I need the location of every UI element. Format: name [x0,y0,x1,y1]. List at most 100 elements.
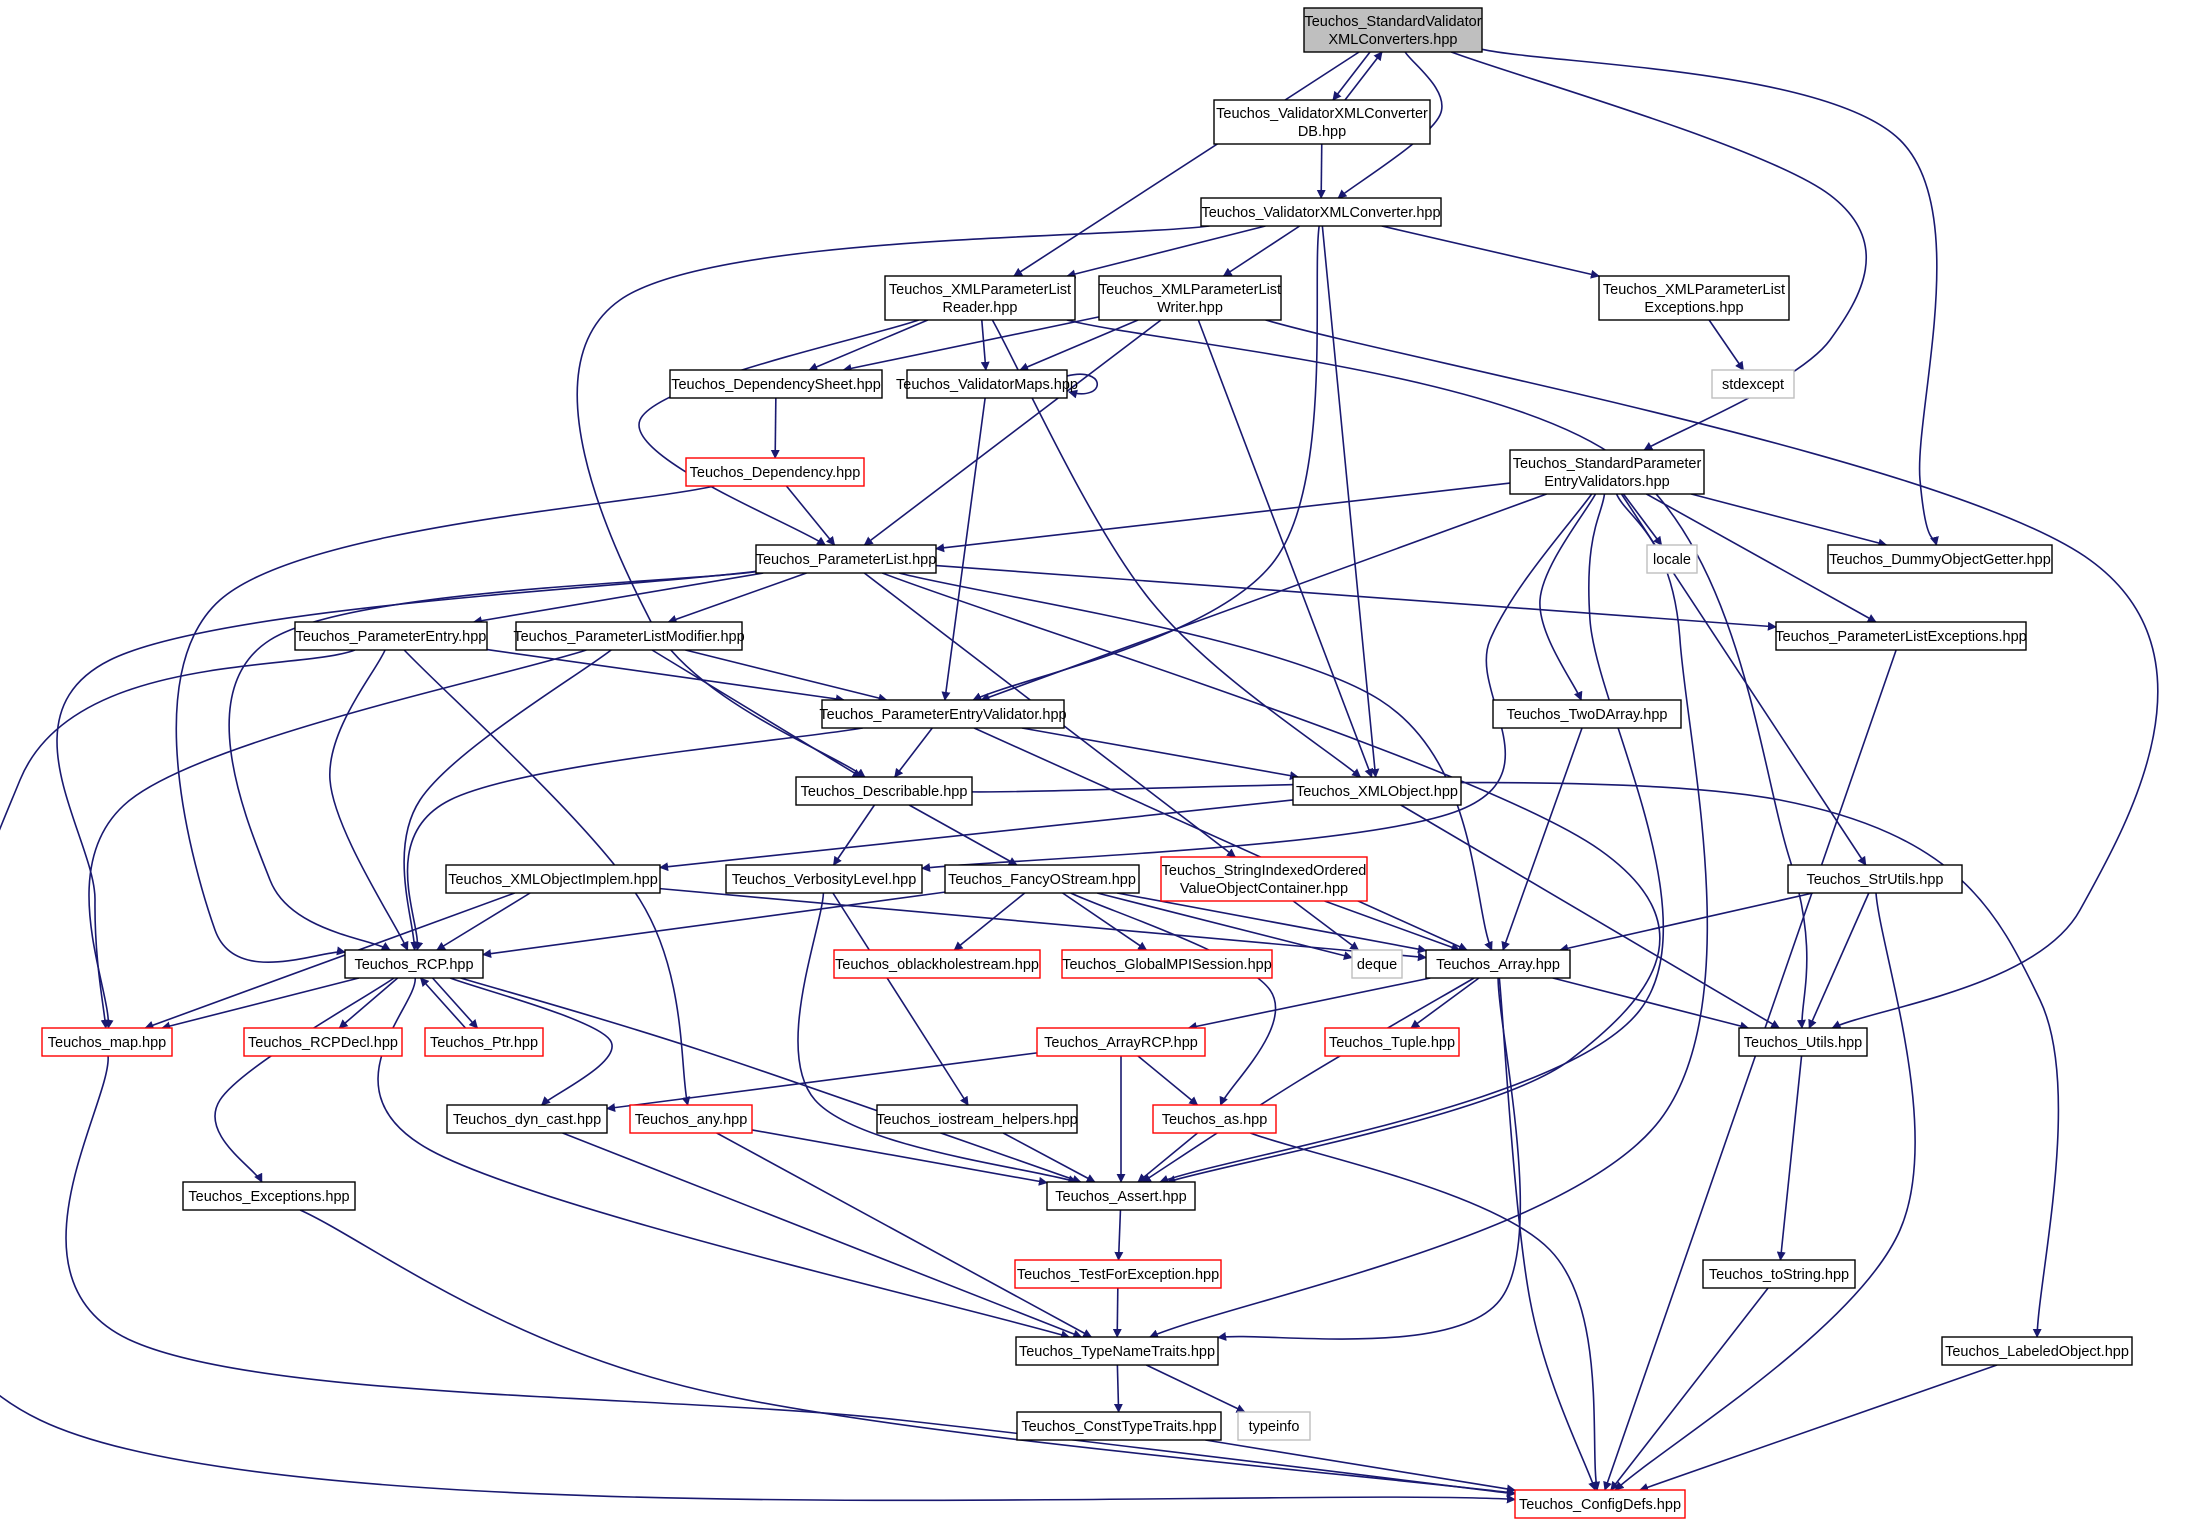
node-box [833,949,1041,979]
node-teuchos-describable[interactable]: Teuchos_Describable.hpp [795,776,973,806]
edge-xmlobj-to-xmlobjimpl [659,799,1294,872]
node-box [1061,949,1273,979]
node-box [1160,856,1368,902]
edge-xplreader-to-utils [1066,319,1808,1029]
node-box [795,776,973,806]
edge-peval-to-array [973,727,1468,951]
node-label: Exceptions.hpp [1644,300,1743,316]
edge-fancyos-to-array [1116,892,1427,954]
node-teuchos-standardvalidatorxmlconverters[interactable]: Teuchos_StandardValidatorXMLConverters.h… [1303,7,1483,53]
node-typeinfo[interactable]: typeinfo [1237,1411,1311,1441]
node-box [1303,7,1483,53]
node-teuchos-ptr[interactable]: Teuchos_Ptr.hpp [424,1027,544,1057]
node-box [1200,197,1442,227]
node-teuchos-testforexception[interactable]: Teuchos_TestForException.hpp [1014,1259,1222,1289]
node-teuchos-map[interactable]: Teuchos_map.hpp [41,1027,173,1057]
node-teuchos-fancyostream[interactable]: Teuchos_FancyOStream.hpp [944,864,1140,894]
edge-xmlobj-to-utils [1400,804,1781,1029]
node-label: Teuchos_Dependency.hpp [690,465,861,481]
node-teuchos-validatormaps[interactable]: Teuchos_ValidatorMaps.hpp [896,369,1078,399]
node-label: Teuchos_DummyObjectGetter.hpp [1829,552,2051,568]
edge-layer [0,48,2159,1504]
edge-stdvalxml-to-dummyobj [1481,48,1939,546]
node-teuchos-verbositylevel[interactable]: Teuchos_VerbosityLevel.hpp [725,864,923,894]
node-box [1015,1336,1219,1366]
node-teuchos-rcp[interactable]: Teuchos_RCP.hpp [344,949,484,979]
edge-peval-to-describ [894,727,933,778]
node-teuchos-typenametraits[interactable]: Teuchos_TypeNameTraits.hpp [1015,1336,1219,1366]
node-teuchos-configdefs[interactable]: Teuchos_ConfigDefs.hpp [1514,1489,1686,1519]
node-teuchos-standardparameterentryvalidators[interactable]: Teuchos_StandardParameterEntryValidators… [1509,449,1705,495]
node-teuchos-oblackholestream[interactable]: Teuchos_oblackholestream.hpp [833,949,1041,979]
node-teuchos-validatorxmlconverter[interactable]: Teuchos_ValidatorXMLConverter.hpp [1200,197,1442,227]
node-teuchos-utils[interactable]: Teuchos_Utils.hpp [1738,1027,1868,1057]
edge-rcp-to-rcpdecl [338,977,399,1029]
node-locale[interactable]: locale [1646,544,1698,574]
node-teuchos-rcpdecl[interactable]: Teuchos_RCPDecl.hpp [243,1027,403,1057]
node-box [294,621,488,651]
node-box [876,1104,1078,1134]
node-teuchos-dependencysheet[interactable]: Teuchos_DependencySheet.hpp [669,369,883,399]
node-teuchos-parameterentryvalidator[interactable]: Teuchos_ParameterEntryValidator.hpp [819,699,1067,729]
node-teuchos-parameterlist[interactable]: Teuchos_ParameterList.hpp [755,544,937,574]
node-label: Teuchos_TypeNameTraits.hpp [1019,1344,1215,1360]
node-box [41,1027,173,1057]
node-teuchos-parameterentry[interactable]: Teuchos_ParameterEntry.hpp [294,621,488,651]
node-teuchos-consttypetraits[interactable]: Teuchos_ConstTypeTraits.hpp [1016,1411,1222,1441]
edge-plexc-to-configdefs [1603,649,1897,1491]
node-teuchos-twodarray[interactable]: Teuchos_TwoDArray.hpp [1492,699,1682,729]
edge-testexc-to-tnt [1112,1287,1122,1338]
node-teuchos-tuple[interactable]: Teuchos_Tuple.hpp [1324,1027,1460,1057]
node-teuchos-dependency[interactable]: Teuchos_Dependency.hpp [685,457,865,487]
node-box [1598,275,1790,321]
node-teuchos-as[interactable]: Teuchos_as.hpp [1152,1104,1277,1134]
node-teuchos-parameterlistmodifier[interactable]: Teuchos_ParameterListModifier.hpp [513,621,745,651]
edge-stdpev-to-verb [921,493,1593,872]
node-box [884,275,1076,321]
edge-plmod-to-describ [651,649,862,778]
node-label: Teuchos_map.hpp [48,1035,167,1051]
node-teuchos-labeledobject[interactable]: Teuchos_LabeledObject.hpp [1941,1336,2133,1366]
edge-stdpev-to-assert [1159,493,1665,1184]
edge-utils-to-tostring [1776,1055,1803,1261]
node-teuchos-dyn-cast[interactable]: Teuchos_dyn_cast.hpp [446,1104,608,1134]
node-label: Writer.hpp [1157,300,1223,316]
node-teuchos-strutils[interactable]: Teuchos_StrUtils.hpp [1787,864,1963,894]
node-box [446,1104,608,1134]
node-box [944,864,1140,894]
node-box [685,457,865,487]
node-teuchos-parameterlistexceptions[interactable]: Teuchos_ParameterListExceptions.hpp [1775,621,2027,651]
node-stdexcept[interactable]: stdexcept [1711,369,1795,399]
node-box [182,1181,356,1211]
node-label: Teuchos_ParameterEntry.hpp [296,629,487,645]
edge-array-to-arrayrcp [1187,977,1431,1031]
node-label: Teuchos_ArrayRCP.hpp [1044,1035,1198,1051]
node-teuchos-exceptions[interactable]: Teuchos_Exceptions.hpp [182,1181,356,1211]
node-label: Teuchos_XMLObjectImplem.hpp [448,872,658,888]
node-teuchos-globalmpisession[interactable]: Teuchos_GlobalMPISession.hpp [1061,949,1273,979]
node-teuchos-assert[interactable]: Teuchos_Assert.hpp [1046,1181,1196,1211]
edge-any-to-tnt [716,1132,1093,1338]
node-label: Reader.hpp [943,300,1018,316]
node-label: Teuchos_XMLParameterList [889,282,1071,298]
node-box [1425,949,1571,979]
node-teuchos-xmlobjectimplem[interactable]: Teuchos_XMLObjectImplem.hpp [445,864,661,894]
node-teuchos-iostream-helpers[interactable]: Teuchos_iostream_helpers.hpp [876,1104,1078,1134]
node-teuchos-dummyobjectgetter[interactable]: Teuchos_DummyObjectGetter.hpp [1827,544,2053,574]
node-deque[interactable]: deque [1351,949,1403,979]
edge-arrayrcp-to-dyncast [606,1052,1038,1113]
node-label: Teuchos_XMLParameterList [1603,282,1785,298]
node-teuchos-any[interactable]: Teuchos_any.hpp [629,1104,753,1134]
node-teuchos-tostring[interactable]: Teuchos_toString.hpp [1702,1259,1856,1289]
node-label: Teuchos_Assert.hpp [1055,1189,1186,1205]
node-teuchos-arrayrcp[interactable]: Teuchos_ArrayRCP.hpp [1036,1027,1206,1057]
node-teuchos-xmlobject[interactable]: Teuchos_XMLObject.hpp [1292,776,1462,806]
node-teuchos-array[interactable]: Teuchos_Array.hpp [1425,949,1571,979]
node-teuchos-stringindexedorderedvalueobjectcontainer[interactable]: Teuchos_StringIndexedOrderedValueObjectC… [1160,856,1368,902]
edge-xmlobjimpl-to-map [144,892,515,1030]
node-label: Teuchos_FancyOStream.hpp [948,872,1136,888]
